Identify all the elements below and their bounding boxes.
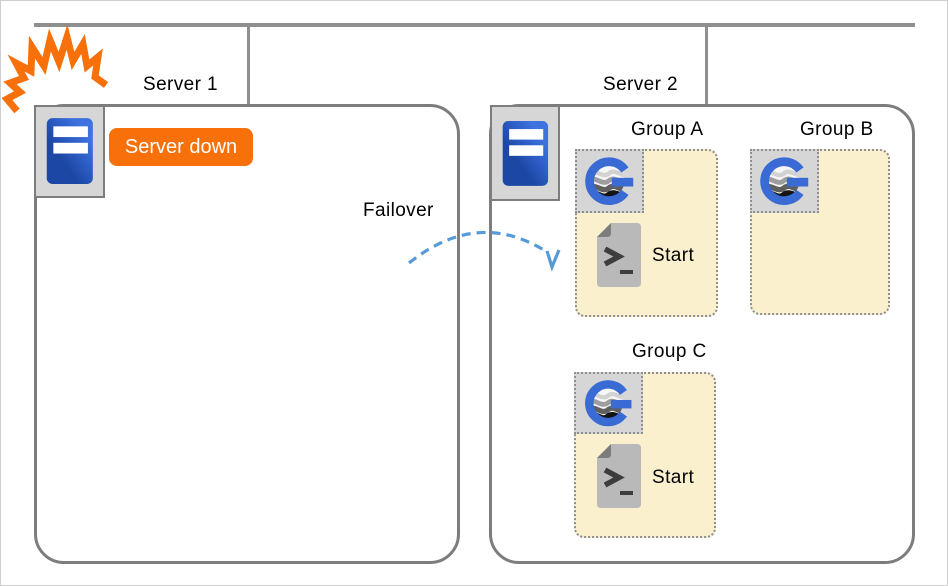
g-sphere-logo-icon [755,153,815,209]
server-tower-icon [41,111,99,191]
failover-arrow-icon [408,230,561,272]
network-backbone-line [34,23,915,27]
server-down-badge: Server down [109,128,253,166]
group-c-app [574,372,643,434]
group-a-box [575,149,718,317]
g-sphere-logo-icon [579,376,639,431]
server2-label: Server 2 [603,74,679,95]
failover-label: Failover [363,200,434,221]
server1-machine [34,105,105,198]
server1-label: Server 1 [143,74,219,95]
start-script-icon [596,443,642,509]
g-sphere-logo-icon [580,153,640,209]
server2-machine [490,105,560,201]
server1-box [34,104,460,564]
network-drop-line-server1 [247,25,250,105]
network-drop-line-server2 [705,25,708,105]
group-a-app [575,149,644,213]
start-script-icon [596,221,642,289]
server-tower-icon [497,112,554,195]
group-a-start-label: Start [652,245,695,266]
group-b-label: Group B [800,119,874,140]
group-c-start-label: Start [652,467,695,488]
group-c-box [574,372,716,538]
explosion-icon [1,24,109,114]
group-b-app [750,149,819,213]
group-c-label: Group C [632,341,707,362]
group-a-label: Group A [631,119,704,140]
